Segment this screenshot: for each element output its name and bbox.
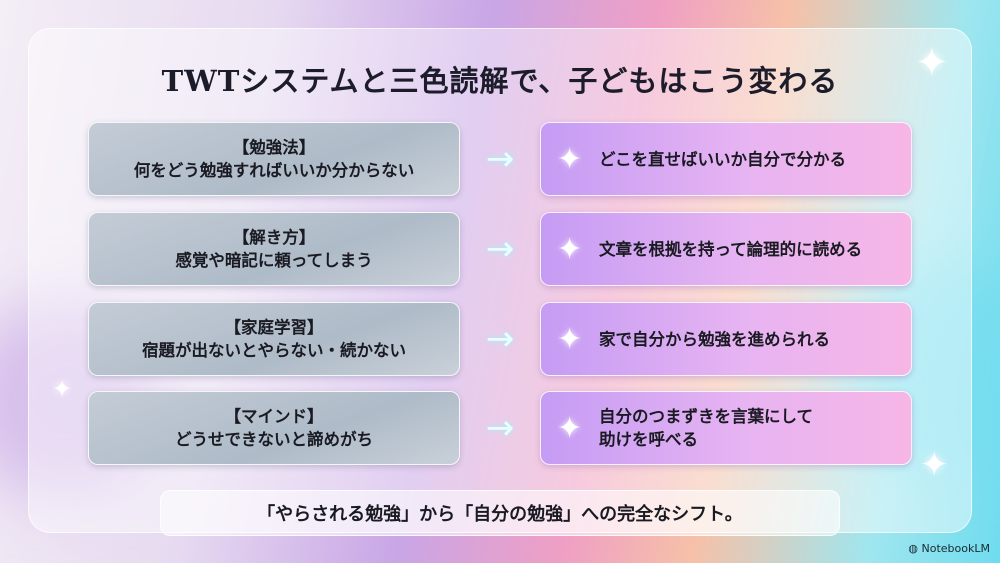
arrow-icon: → (485, 139, 515, 179)
after-text: 家で自分から勉強を進められる (599, 329, 830, 349)
arrow-icon: → (485, 319, 515, 359)
brand-text: NotebookLM (921, 542, 990, 555)
arrow-icon: → (485, 408, 515, 448)
before-card: 【解き方】感覚や暗記に頼ってしまう (88, 212, 460, 286)
before-heading: 【マインド】 (224, 407, 324, 426)
sparkle-icon: ✦ (557, 321, 583, 357)
after-text: どこを直せばいいか自分で分かる (599, 149, 847, 169)
before-heading: 【家庭学習】 (224, 318, 324, 337)
before-text: 宿題が出ないとやらない・続かない (142, 341, 406, 360)
after-card: ✦ どこを直せばいいか自分で分かる (540, 122, 912, 196)
sparkle-icon: ✦ (557, 141, 583, 177)
after-card: ✦ 自分のつまずきを言葉にして助けを呼べる (540, 391, 912, 465)
conclusion-banner: 「やらされる勉強」から「自分の勉強」への完全なシフト。 (160, 490, 840, 536)
before-heading: 【勉強法】 (232, 138, 316, 157)
before-card: 【マインド】どうせできないと諦めがち (88, 391, 460, 465)
before-text: どうせできないと諦めがち (175, 430, 373, 449)
before-text: 感覚や暗記に頼ってしまう (175, 251, 373, 270)
before-heading: 【解き方】 (232, 228, 316, 247)
before-card: 【勉強法】何をどう勉強すればいいか分からない (88, 122, 460, 196)
sparkle-icon: ✦ (915, 40, 949, 86)
notebooklm-logo: ◍ NotebookLM (908, 542, 990, 555)
sparkle-icon: ✦ (52, 375, 73, 403)
after-card: ✦ 文章を根拠を持って論理的に読める (540, 212, 912, 286)
slide-title: TWTシステムと三色読解で、子どもはこう変わる (161, 64, 839, 98)
sparkle-icon: ✦ (557, 231, 583, 267)
before-text: 何をどう勉強すればいいか分からない (133, 161, 415, 180)
sparkle-icon: ✦ (920, 445, 949, 485)
after-card: ✦ 家で自分から勉強を進められる (540, 302, 912, 376)
after-text: 助けを呼べる (599, 430, 698, 449)
sparkle-icon: ✦ (557, 410, 583, 446)
before-card: 【家庭学習】宿題が出ないとやらない・続かない (88, 302, 460, 376)
after-text: 文章を根拠を持って論理的に読める (599, 239, 863, 259)
after-text: 自分のつまずきを言葉にして (599, 407, 814, 426)
arrow-icon: → (485, 229, 515, 269)
